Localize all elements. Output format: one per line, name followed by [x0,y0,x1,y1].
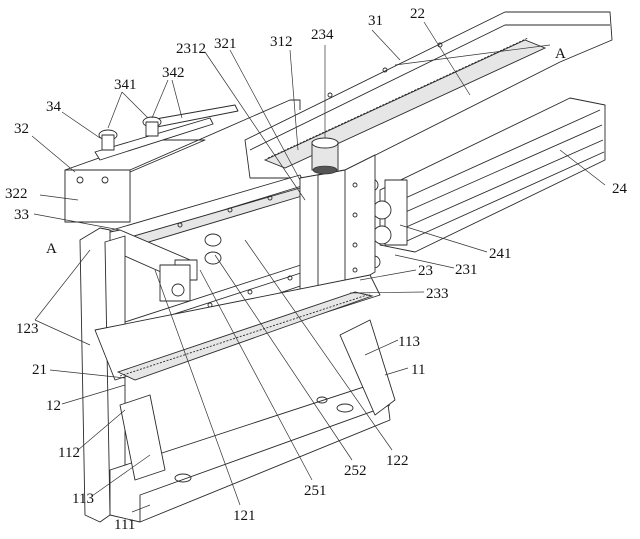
gear-knob-234 [311,137,339,175]
label-section-a-left: A [46,241,57,257]
label-11: 11 [411,362,425,378]
label-34: 34 [46,99,62,115]
label-241: 241 [489,246,512,262]
label-24: 24 [612,181,628,197]
label-112: 112 [58,445,80,461]
label-312: 312 [270,34,293,50]
label-22: 22 [410,6,425,22]
label-32: 32 [14,121,29,137]
slider-block-23 [299,154,376,291]
label-121: 121 [233,508,256,524]
label-123: 123 [16,321,39,337]
label-21: 21 [32,362,47,378]
label-12: 12 [46,398,61,414]
label-122: 122 [386,453,409,469]
label-2312: 2312 [176,41,206,57]
rack-21 [116,291,374,381]
label-31: 31 [368,13,383,29]
handle-34 [94,104,239,161]
label-252: 252 [344,463,367,479]
label-113-right: 113 [398,334,420,350]
label-111: 111 [114,517,135,533]
label-234: 234 [311,27,334,43]
label-322: 322 [5,186,28,202]
label-233: 233 [426,286,449,302]
rollers-25 [159,233,222,302]
label-321: 321 [214,36,237,52]
reference-labels: 22 31 2312 321 312 234 A 341 342 34 32 3… [5,6,628,533]
rack-22 [263,37,547,169]
left-block-32 [64,99,301,223]
label-23: 23 [418,263,433,279]
label-342: 342 [162,65,185,81]
label-113-left: 113 [72,491,94,507]
label-341: 341 [114,77,137,93]
label-251: 251 [304,483,327,499]
label-section-a-right: A [555,46,566,62]
label-33: 33 [14,207,29,223]
cylinder-24 [365,97,606,269]
leader-lines [31,21,606,513]
label-231: 231 [455,262,478,278]
